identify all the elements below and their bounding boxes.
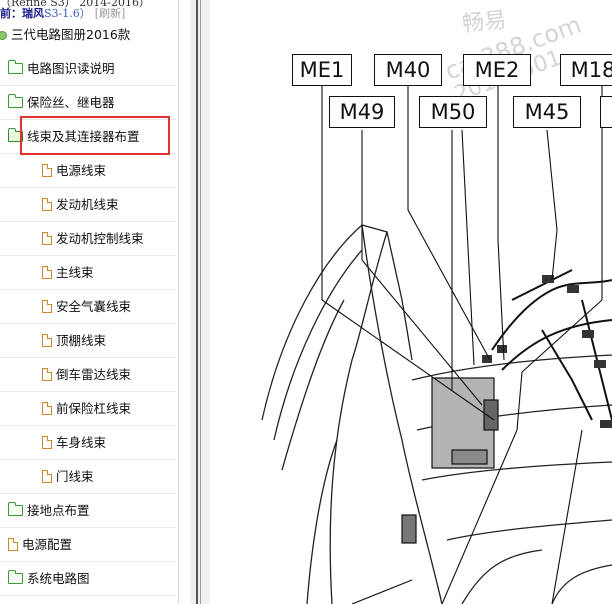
tree-item-label: 发动机线束 (56, 197, 119, 212)
tree-item[interactable]: 倒车雷达线束 (42, 363, 131, 387)
tree-item[interactable]: 门线束 (42, 465, 94, 489)
tree-item-label: 发动机控制线束 (56, 231, 144, 246)
current-model-prefix: 前：瑞风 (0, 7, 44, 20)
tree-row-separator (0, 357, 176, 358)
tree-item-label: 倒车雷达线束 (56, 367, 132, 382)
folder-open-icon (8, 128, 23, 142)
current-model-line: 前：瑞风S3-1.6）[刷新] (0, 5, 125, 21)
tree-item[interactable]: 电源线束 (42, 159, 106, 183)
tree-row-separator (0, 391, 176, 392)
tree-item-label: 线束及其连接器布置 (27, 129, 140, 144)
document-icon (42, 266, 52, 279)
sidebar-scroll-edge (178, 0, 179, 604)
tree-row-separator (0, 561, 176, 562)
tree-item[interactable]: 主线束 (42, 261, 94, 285)
tree-row-separator (0, 527, 176, 528)
diagram-viewer[interactable]: 畅易 car388.com 20160501 ME1 M40 ME2 M18 M… (212, 0, 612, 604)
current-model-value: S3-1.6） (44, 7, 91, 20)
tree-item[interactable]: 电源配置 (8, 533, 72, 557)
tree-row-separator (0, 255, 176, 256)
watermark-text-1: 畅易 (461, 7, 508, 38)
connector-label-me2: ME2 (463, 54, 531, 86)
tree-row-separator (0, 119, 176, 120)
document-icon (42, 368, 52, 381)
root-node-icon (0, 31, 7, 40)
connector-label-m40: M40 (374, 54, 442, 86)
tree-row-separator (0, 595, 176, 596)
tree-item[interactable]: 发动机控制线束 (42, 227, 144, 251)
tree-item[interactable]: 系统电路图 (8, 567, 90, 591)
tree-root-label: 三代电路图册2016款 (11, 27, 131, 42)
body-front-outline (261, 224, 388, 604)
tree-row-separator (0, 187, 176, 188)
tree-item[interactable]: 发动机线束 (42, 193, 119, 217)
document-icon (8, 538, 18, 551)
connector-label-m18: M18 (560, 54, 612, 86)
pane-splitter[interactable] (190, 0, 210, 604)
tree-row-separator (0, 425, 176, 426)
connector-label-m45: M45 (513, 96, 581, 128)
refresh-link[interactable]: [刷新] (94, 7, 126, 20)
tree-item-label: 门线束 (56, 469, 94, 484)
tree-item[interactable]: 前保险杠线束 (42, 397, 131, 421)
tree-item-label: 前保险杠线束 (56, 401, 132, 416)
connector-label-me1: ME1 (292, 54, 352, 86)
tree-item-label: 保险丝、继电器 (27, 95, 115, 110)
tree-row-separator (0, 221, 176, 222)
tree-item[interactable]: 电路图识读说明 (8, 57, 115, 81)
tree-item-label: 接地点布置 (27, 503, 90, 518)
tree-item-label: 主线束 (56, 265, 94, 280)
document-icon (42, 198, 52, 211)
tree-row-separator (0, 85, 176, 86)
tree-item-label: 顶棚线束 (56, 333, 107, 348)
tree-item-label: 系统电路图 (27, 571, 90, 586)
selected-item-highlight (20, 116, 170, 155)
body-inner-outline (273, 249, 363, 441)
tree-item-label: 电路图识读说明 (27, 61, 115, 76)
tree-root[interactable]: 三代电路图册2016款 (0, 23, 130, 47)
tree-row-separator (0, 289, 176, 290)
tree-item[interactable]: 安全气囊线束 (42, 295, 131, 319)
document-icon (42, 402, 52, 415)
document-icon (42, 164, 52, 177)
vehicle-model-text: （Refine S3） 2014-2016） (0, 0, 150, 9)
folder-icon (8, 570, 23, 584)
tree-item-label: 电源线束 (56, 163, 107, 178)
tree-item[interactable]: 线束及其连接器布置 (8, 125, 140, 149)
folder-icon (8, 94, 23, 108)
tree-item[interactable]: 顶棚线束 (42, 329, 106, 353)
document-icon (42, 334, 52, 347)
tree-row-separator (0, 493, 176, 494)
tree-row-separator (0, 323, 176, 324)
folder-icon (8, 502, 23, 516)
connector-label-m49: M49 (329, 96, 395, 128)
connector-label-m50: M50 (419, 96, 487, 128)
document-icon (42, 436, 52, 449)
tree-item[interactable]: 接地点布置 (8, 499, 90, 523)
document-icon (42, 300, 52, 313)
harness-diagram (261, 86, 612, 604)
document-icon (42, 232, 52, 245)
sidebar-tree: （Refine S3） 2014-2016） 前：瑞风S3-1.6）[刷新] 三… (0, 0, 190, 604)
tree-item-label: 电源配置 (22, 537, 73, 552)
vehicle-model-line: （Refine S3） 2014-2016） (0, 0, 150, 10)
tree-item[interactable]: 车身线束 (42, 431, 106, 455)
document-icon (42, 470, 52, 483)
connector-label-partial (600, 96, 612, 128)
tree-item[interactable]: 保险丝、继电器 (8, 91, 115, 115)
tree-row-separator (0, 459, 176, 460)
folder-icon (8, 60, 23, 74)
tree-item-label: 安全气囊线束 (56, 299, 132, 314)
tree-item-label: 车身线束 (56, 435, 107, 450)
